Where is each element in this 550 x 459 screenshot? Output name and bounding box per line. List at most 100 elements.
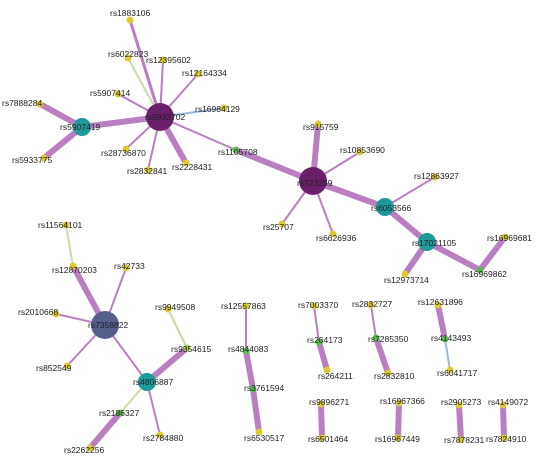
node-rs42733[interactable] bbox=[122, 264, 130, 272]
node-label-rs7824910: rs7824910 bbox=[486, 434, 526, 444]
node-rs12973714[interactable] bbox=[401, 270, 409, 278]
edge-rs12631896-rs4143493 bbox=[435, 302, 448, 342]
node-label-rs6022823: rs6022823 bbox=[108, 49, 148, 59]
node-label-rs12973714: rs12973714 bbox=[384, 275, 429, 285]
node-rs915759[interactable] bbox=[314, 120, 322, 128]
node-rs12395602[interactable] bbox=[159, 56, 167, 64]
node-label-rs2905273: rs2905273 bbox=[441, 397, 481, 407]
node-rs264211[interactable] bbox=[323, 366, 331, 374]
edge-rs16967366-rs16967449 bbox=[395, 400, 402, 441]
node-rs1883106[interactable] bbox=[126, 16, 134, 24]
node-rs6530517[interactable] bbox=[255, 428, 263, 436]
node-rs2010668[interactable] bbox=[52, 310, 60, 318]
node-label-rs9354615: rs9354615 bbox=[171, 344, 211, 354]
node-rs4806887[interactable] bbox=[138, 373, 156, 391]
node-rs2228431[interactable] bbox=[182, 159, 190, 167]
node-rs4149072[interactable] bbox=[499, 401, 507, 409]
node-rs6041717[interactable] bbox=[446, 366, 454, 374]
edge-rs16969862-rs16969681 bbox=[477, 234, 508, 273]
node-rs5933775[interactable] bbox=[40, 154, 48, 162]
edge-rs6053566-rs17021105 bbox=[382, 204, 430, 245]
node-label-rs42733: rs42733 bbox=[114, 261, 145, 271]
node-rs5907414[interactable] bbox=[114, 90, 122, 98]
node-rs4143493[interactable] bbox=[441, 335, 449, 343]
node-rs1105708[interactable] bbox=[232, 146, 240, 154]
node-rs16967449[interactable] bbox=[394, 434, 402, 442]
node-rs7003370[interactable] bbox=[310, 302, 318, 310]
edge-rs4806887-rs2784880 bbox=[146, 381, 161, 436]
node-label-rs12395602: rs12395602 bbox=[146, 55, 191, 65]
node-rs5933702[interactable] bbox=[146, 103, 174, 131]
node-rs17021105[interactable] bbox=[418, 233, 436, 251]
node-rs852549[interactable] bbox=[63, 362, 71, 370]
node-label-rs4806887: rs4806887 bbox=[133, 377, 173, 387]
node-label-rs12870203: rs12870203 bbox=[52, 265, 97, 275]
node-rs7878231[interactable] bbox=[457, 436, 465, 444]
node-label-rs264211: rs264211 bbox=[318, 371, 353, 381]
node-rs2832810[interactable] bbox=[384, 369, 392, 377]
node-label-rs6053566: rs6053566 bbox=[371, 203, 411, 213]
node-rs12863927[interactable] bbox=[431, 173, 439, 181]
edge-rs4844083-rs3761594 bbox=[243, 348, 256, 392]
node-label-rs5933775: rs5933775 bbox=[12, 155, 52, 165]
node-rs12631896[interactable] bbox=[434, 301, 442, 309]
node-label-rs2186327: rs2186327 bbox=[99, 408, 139, 418]
node-rs16967366[interactable] bbox=[395, 399, 403, 407]
edge-rs12863927-rs6053566 bbox=[384, 176, 436, 208]
node-rs16969862[interactable] bbox=[476, 266, 484, 274]
node-label-rs9949508: rs9949508 bbox=[155, 302, 195, 312]
node-rs28736870[interactable] bbox=[122, 145, 130, 153]
node-rs25707[interactable] bbox=[278, 220, 286, 228]
node-rs7358822[interactable] bbox=[91, 311, 119, 339]
node-rs2784880[interactable] bbox=[156, 431, 164, 439]
node-rs2832727[interactable] bbox=[367, 301, 375, 309]
node-rs723259[interactable] bbox=[299, 167, 327, 195]
node-rs9896271[interactable] bbox=[317, 400, 325, 408]
node-label-rs723259: rs723259 bbox=[297, 178, 333, 188]
node-rs2832841[interactable] bbox=[144, 166, 152, 174]
edge-rs264173-rs264211 bbox=[316, 339, 330, 373]
node-rs11564101[interactable] bbox=[62, 221, 70, 229]
node-rs2186327[interactable] bbox=[116, 409, 124, 417]
edge-rs4149072-rs7824910 bbox=[500, 402, 507, 441]
node-label-rs5933702: rs5933702 bbox=[145, 112, 185, 122]
node-label-rs12863927: rs12863927 bbox=[414, 171, 459, 181]
node-label-rs2832810: rs2832810 bbox=[374, 371, 414, 381]
node-rs7285350[interactable] bbox=[372, 334, 380, 342]
node-rs9354615[interactable] bbox=[183, 344, 191, 352]
node-label-rs2832727: rs2832727 bbox=[352, 299, 392, 309]
node-label-rs1883106: rs1883106 bbox=[110, 8, 150, 18]
node-rs6053566[interactable] bbox=[376, 198, 394, 216]
node-rs6022823[interactable] bbox=[124, 54, 132, 62]
node-rs12557863[interactable] bbox=[242, 302, 250, 310]
node-rs12164334[interactable] bbox=[194, 70, 202, 78]
node-label-rs7285350: rs7285350 bbox=[368, 334, 408, 344]
node-rs12870203[interactable] bbox=[69, 262, 77, 270]
node-rs7888284[interactable] bbox=[36, 100, 44, 108]
node-rs16984129[interactable] bbox=[220, 104, 228, 112]
node-label-rs3761594: rs3761594 bbox=[244, 383, 284, 393]
node-rs7824910[interactable] bbox=[500, 434, 508, 442]
node-label-rs7888284: rs7888284 bbox=[2, 98, 42, 108]
node-label-rs16967449: rs16967449 bbox=[375, 434, 420, 444]
edge-rs3761594-rs6530517 bbox=[250, 386, 262, 435]
node-label-rs16969681: rs16969681 bbox=[487, 233, 532, 243]
node-rs10853690[interactable] bbox=[356, 148, 364, 156]
node-rs2905273[interactable] bbox=[455, 401, 463, 409]
node-layer bbox=[36, 16, 509, 452]
node-rs6501464[interactable] bbox=[318, 434, 326, 442]
node-label-rs16969862: rs16969862 bbox=[462, 269, 507, 279]
node-label-rs7003370: rs7003370 bbox=[298, 300, 338, 310]
node-rs16969681[interactable] bbox=[501, 233, 509, 241]
edge-rs17021105-rs16969862 bbox=[424, 239, 483, 273]
node-rs5907419[interactable] bbox=[73, 118, 91, 136]
node-rs2262256[interactable] bbox=[86, 444, 94, 452]
node-rs9949508[interactable] bbox=[164, 305, 172, 313]
node-rs4844083[interactable] bbox=[242, 347, 250, 355]
node-label-rs2228431: rs2228431 bbox=[172, 162, 212, 172]
node-rs3761594[interactable] bbox=[249, 385, 257, 393]
node-label-rs6530517: rs6530517 bbox=[244, 433, 284, 443]
node-label-rs12631896: rs12631896 bbox=[418, 297, 463, 307]
node-rs6626936[interactable] bbox=[329, 230, 337, 238]
node-rs264173[interactable] bbox=[315, 338, 323, 346]
